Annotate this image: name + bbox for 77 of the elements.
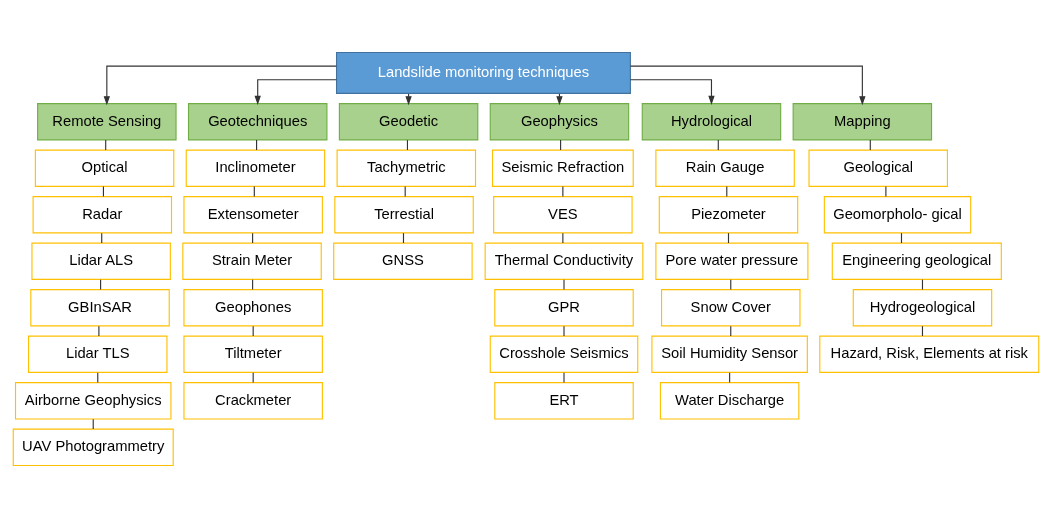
node-box: Hydrogeological (852, 288, 993, 326)
connector (726, 185, 728, 197)
node-box: ERT (494, 381, 634, 419)
connector (885, 185, 887, 197)
node-box: Terrestial (334, 195, 474, 233)
arrow (629, 78, 715, 105)
node-box: Thermal Conductivity (484, 242, 644, 280)
connector (92, 418, 94, 430)
connector (727, 232, 730, 244)
node-box: Geophysics (489, 102, 630, 140)
node-box: Geological (808, 149, 948, 187)
connector (97, 371, 99, 383)
connector (729, 371, 731, 383)
node-box: Hazard, Risk, Elements at risk (819, 335, 1040, 373)
node-box: Crosshole Seismics (489, 335, 639, 373)
connector (563, 371, 565, 383)
node-box: Engineering geological (831, 242, 1002, 280)
node-box: Tiltmeter (183, 335, 323, 373)
node-box: Geophones (183, 288, 323, 326)
connector (900, 232, 903, 244)
connector (252, 278, 254, 290)
node-box: Inclinometer (185, 149, 326, 187)
node-box: Snow Cover (661, 288, 801, 326)
node-box: Soil Humidity Sensor (651, 335, 808, 373)
connector (560, 139, 562, 151)
connector (256, 139, 258, 151)
node-box: GPR (494, 288, 634, 326)
node-box: Water Discharge (659, 381, 800, 419)
connector (100, 278, 102, 290)
arrow (629, 65, 866, 105)
connector (101, 232, 103, 244)
connector (252, 371, 254, 383)
connector (869, 139, 871, 151)
node-box: Tachymetric (336, 149, 477, 187)
connector (717, 139, 719, 151)
node-box: VES (493, 195, 633, 233)
connector (252, 325, 254, 337)
node-box: GBInSAR (30, 288, 170, 326)
node-box: Seismic Refraction (491, 149, 634, 187)
node-box: Radar (32, 195, 173, 233)
node-box: Remote Sensing (37, 102, 177, 140)
node-box: Hydrological (641, 102, 782, 140)
node-box: Piezometer (658, 195, 799, 233)
node-box: Lidar TLS (28, 335, 168, 373)
arrow (254, 78, 337, 105)
connector (98, 325, 100, 337)
node-box: Geotechniques (187, 102, 328, 140)
connector (253, 185, 255, 197)
node-box: Optical (34, 149, 175, 187)
node-box: Geodetic (338, 102, 479, 140)
connector (921, 325, 924, 337)
node-box: Crackmeter (183, 381, 323, 419)
node-box: Landslide monitoring techniques (336, 51, 631, 94)
node-box: Airborne Geophysics (14, 381, 172, 419)
connector (105, 139, 107, 151)
node-box: Strain Meter (182, 242, 322, 280)
node-box: GNSS (333, 242, 473, 280)
node-box: Pore water pressure (655, 242, 809, 280)
connector (562, 185, 564, 197)
node-box: Rain Gauge (655, 149, 795, 187)
node-box: Extensometer (183, 195, 323, 233)
node-box: Lidar ALS (31, 242, 171, 280)
connector (406, 139, 408, 151)
connector (563, 278, 565, 290)
node-box: UAV Photogrammetry (12, 428, 174, 466)
connector (563, 325, 565, 337)
arrow (103, 65, 337, 105)
connector (921, 278, 924, 290)
connector (402, 232, 405, 244)
connector (730, 325, 732, 337)
connector (730, 278, 732, 290)
connector (404, 185, 406, 197)
connector (252, 232, 254, 244)
connector (102, 185, 104, 197)
node-box: Geomorpholo- gical (823, 195, 972, 233)
connector (562, 232, 564, 244)
node-box: Mapping (792, 102, 933, 140)
